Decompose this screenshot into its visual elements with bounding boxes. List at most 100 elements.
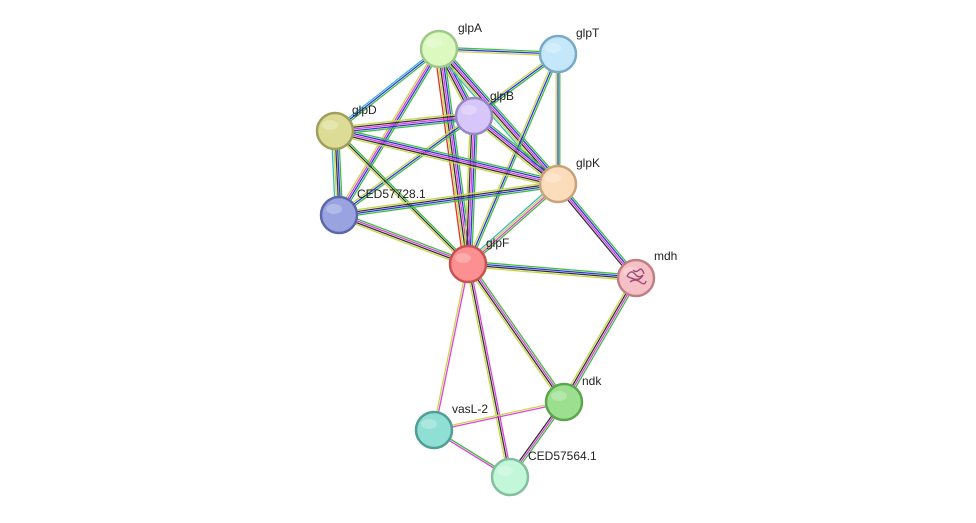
edge-line-yellow <box>561 275 635 402</box>
edge-glpF-CED57564.1[interactable] <box>465 263 513 478</box>
edge-glpD-glpF[interactable] <box>333 129 470 266</box>
edge-line-green <box>559 181 639 277</box>
node-label: glpK <box>576 156 600 170</box>
node-label: vasL-2 <box>452 402 488 416</box>
edge-line-green <box>469 185 561 267</box>
node-circle <box>419 29 459 69</box>
edge-line-blue <box>338 184 559 217</box>
edge-glpD-glpK[interactable] <box>333 126 560 189</box>
node-glpF[interactable]: glpF <box>448 236 509 284</box>
edge-line-yellow <box>465 264 563 405</box>
edge-glpF-ndk[interactable] <box>465 261 567 405</box>
node-glpT[interactable]: glpT <box>538 26 600 74</box>
edge-line-yellow <box>466 182 559 264</box>
node-circle <box>538 34 578 74</box>
node-label: CED57728.1 <box>357 187 426 201</box>
node-glpK[interactable]: glpK <box>538 156 600 204</box>
edge-line-yellow <box>432 263 468 431</box>
edge-line-green <box>565 278 639 405</box>
edge-line-black <box>338 215 469 266</box>
edge-line-black <box>562 276 636 403</box>
edge-line-green <box>467 260 637 276</box>
edge-glpB-CED57728.1[interactable] <box>337 113 476 218</box>
node-label: ndk <box>582 374 602 388</box>
edge-glpT-glpF[interactable] <box>465 52 561 266</box>
edge-line-green <box>338 186 560 219</box>
node-circle <box>315 111 355 151</box>
edge-line-blue <box>334 128 560 183</box>
edge-ndk-vasL-2[interactable] <box>433 400 565 432</box>
edge-line-blue <box>440 46 561 183</box>
edge-line-magenta <box>338 213 469 264</box>
edge-line-yellow <box>467 266 637 282</box>
edge-glpF-mdh[interactable] <box>467 260 637 282</box>
edge-glpT-glpK[interactable] <box>555 53 561 185</box>
edge-line-black <box>467 264 637 280</box>
node-circle <box>490 457 530 497</box>
protein-structure-icon <box>626 268 647 285</box>
edge-glpA-CED57728.1[interactable] <box>336 46 442 218</box>
edge-line-yellow <box>337 180 559 213</box>
edge-line-black <box>555 185 635 281</box>
node-mdh[interactable]: mdh <box>616 249 677 298</box>
node-circle <box>448 244 488 284</box>
edge-line-blue <box>438 48 559 55</box>
node-circle <box>544 382 584 422</box>
edge-line-magenta <box>334 115 475 132</box>
edge-line-magenta <box>467 115 475 265</box>
edge-CED57728.1-glpF[interactable] <box>337 211 470 268</box>
edge-line-black <box>467 263 511 478</box>
node-highlight <box>426 38 442 48</box>
edge-line-yellow <box>463 115 472 265</box>
node-circle <box>454 96 494 136</box>
edge-line-yellow <box>336 46 438 215</box>
node-glpB[interactable]: glpB <box>454 89 514 136</box>
edge-line-magenta <box>439 47 560 185</box>
edge-line-yellow <box>337 113 474 215</box>
edge-line-green <box>335 49 441 134</box>
node-highlight <box>461 105 477 115</box>
edge-line-green <box>340 49 442 218</box>
edge-line-magenta <box>469 263 513 478</box>
edge-line-yellow <box>438 50 559 57</box>
edge-line-green <box>441 45 563 182</box>
node-CED57564.1[interactable]: CED57564.1 <box>490 449 597 497</box>
node-CED57728.1[interactable]: CED57728.1 <box>319 187 426 235</box>
node-highlight <box>551 391 567 401</box>
node-label: glpB <box>490 89 514 103</box>
edge-line-yellow <box>333 133 558 189</box>
edge-glpB-glpD[interactable] <box>333 111 476 136</box>
edge-line-magenta <box>434 263 470 431</box>
edge-line-blue <box>334 117 475 134</box>
node-vasL-2[interactable]: vasL-2 <box>414 402 488 450</box>
edge-line-magenta <box>467 184 560 266</box>
edge-line-magenta <box>468 262 566 403</box>
node-highlight <box>322 120 338 130</box>
edge-line-black <box>333 132 559 187</box>
node-highlight <box>545 173 561 183</box>
edge-mdh-ndk[interactable] <box>561 275 639 405</box>
edge-line-yellow <box>333 111 475 129</box>
edge-glpB-glpF[interactable] <box>463 115 479 265</box>
edge-glpK-CED57728.1[interactable] <box>337 180 560 219</box>
edge-line-black <box>334 130 469 265</box>
edge-line-green <box>339 116 476 218</box>
edge-line-magenta <box>439 48 470 265</box>
edge-line-blue <box>467 262 637 278</box>
edge-line-green <box>438 46 559 53</box>
edge-line-green <box>470 115 479 265</box>
edge-line-red <box>433 48 465 266</box>
node-ndk[interactable]: ndk <box>544 374 602 422</box>
edge-glpK-glpF[interactable] <box>465 181 561 267</box>
edge-line-yellow <box>337 216 468 268</box>
edge-glpK-mdh[interactable] <box>555 181 639 281</box>
node-glpD[interactable]: glpD <box>315 103 377 151</box>
edge-glpF-vasL-2[interactable] <box>432 263 470 431</box>
edge-line-blue <box>469 115 477 265</box>
node-glpA[interactable]: glpA <box>419 21 482 69</box>
edge-glpA-glpD[interactable] <box>333 46 441 134</box>
node-highlight <box>455 253 471 263</box>
edge-line-green <box>335 126 560 182</box>
edge-glpA-glpT[interactable] <box>438 46 559 57</box>
edge-line-black <box>465 115 473 265</box>
